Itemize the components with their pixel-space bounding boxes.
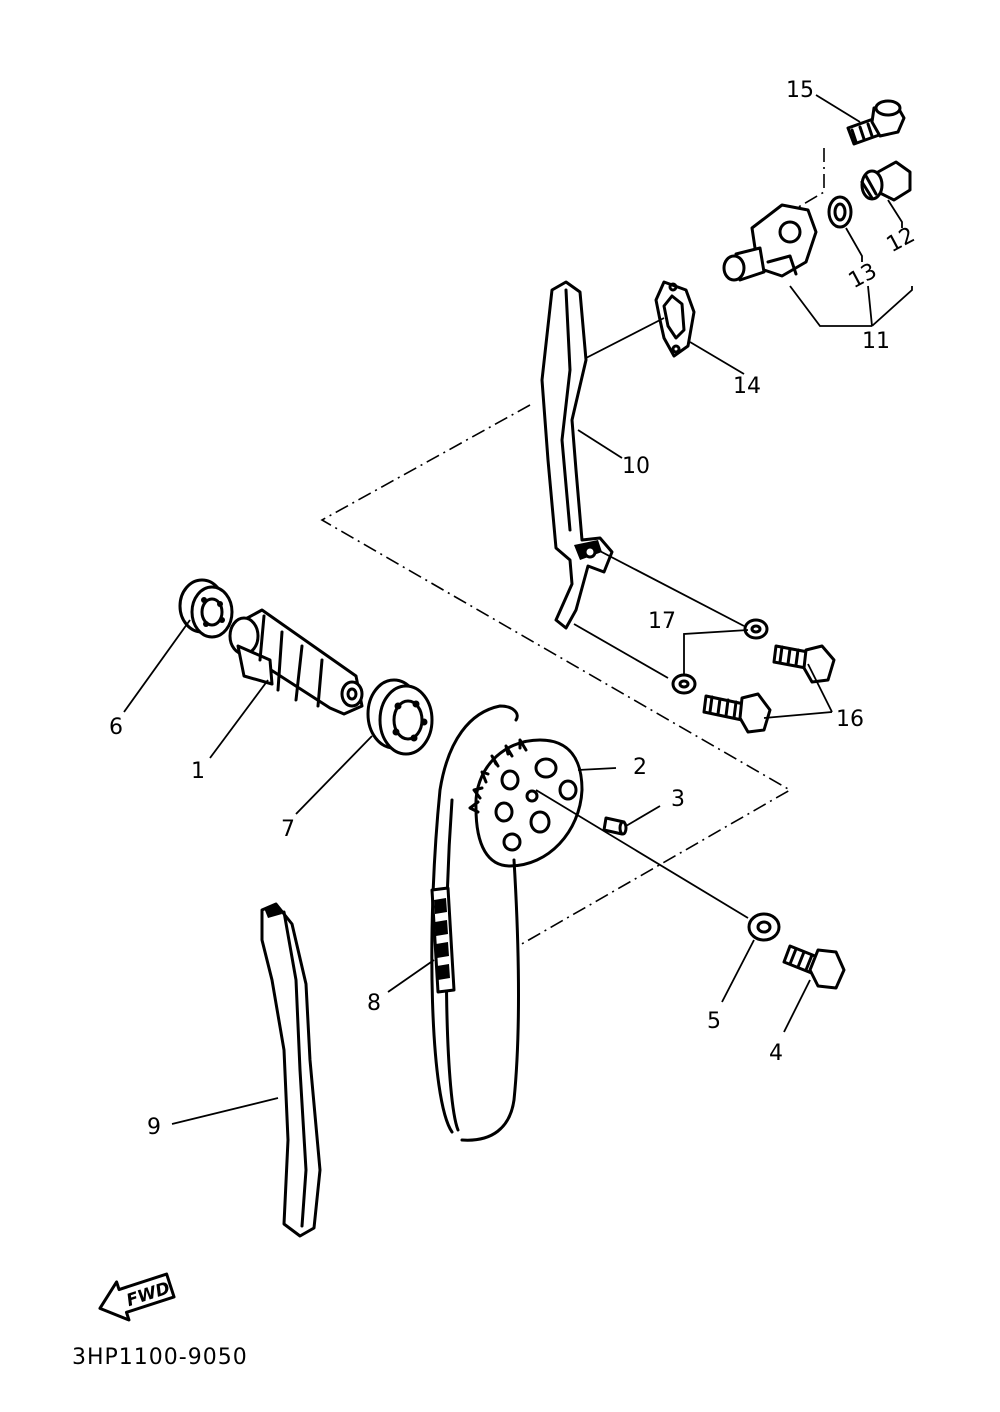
part-9-chain-guide[interactable]: [260, 902, 322, 1238]
part-17-washer-lower[interactable]: [671, 673, 697, 695]
callout-13[interactable]: 13: [845, 259, 881, 294]
part-17-washer-upper[interactable]: [743, 618, 769, 640]
part-6-bearing[interactable]: [178, 578, 234, 639]
callout-4[interactable]: 4: [769, 1041, 783, 1066]
part-16-bolt-lower[interactable]: [702, 692, 772, 734]
part-15-bolt[interactable]: [846, 99, 906, 146]
part-8-cam-chain[interactable]: [430, 704, 520, 1142]
part-4-bolt[interactable]: [782, 944, 846, 990]
callout-15[interactable]: 15: [786, 78, 814, 103]
callout-9[interactable]: 9: [147, 1115, 161, 1140]
part-12-plug-bolt[interactable]: [860, 160, 912, 202]
callout-6[interactable]: 6: [109, 715, 123, 740]
callout-5[interactable]: 5: [707, 1009, 721, 1034]
callout-10[interactable]: 10: [622, 454, 650, 479]
assembly-guide-lines: [320, 148, 825, 946]
callout-7[interactable]: 7: [281, 817, 295, 842]
part-13-washer[interactable]: [827, 195, 853, 229]
part-3-dowel-pin[interactable]: [602, 816, 628, 836]
callout-1[interactable]: 1: [191, 759, 205, 784]
part-10-chain-guide[interactable]: [540, 280, 614, 630]
forward-direction-arrow: FWD: [98, 1272, 176, 1322]
callout-11[interactable]: 11: [862, 329, 890, 354]
callout-2[interactable]: 2: [633, 755, 647, 780]
callout-17[interactable]: 17: [648, 609, 676, 634]
part-11-chain-tensioner[interactable]: [722, 203, 818, 282]
part-16-bolt-upper[interactable]: [772, 644, 836, 684]
callout-3[interactable]: 3: [671, 787, 685, 812]
part-2-sprocket[interactable]: [468, 738, 584, 868]
part-14-gasket[interactable]: [654, 280, 696, 358]
part-5-washer[interactable]: [747, 912, 781, 942]
callout-16[interactable]: 16: [836, 707, 864, 732]
part-1-camshaft[interactable]: [228, 608, 364, 716]
callout-12[interactable]: 12: [883, 223, 919, 258]
diagram-code: 3HP1100-9050: [72, 1345, 248, 1370]
part-7-bearing[interactable]: [366, 678, 434, 756]
callout-14[interactable]: 14: [733, 374, 761, 399]
callout-8[interactable]: 8: [367, 991, 381, 1016]
leader-lines: [123, 94, 913, 1125]
